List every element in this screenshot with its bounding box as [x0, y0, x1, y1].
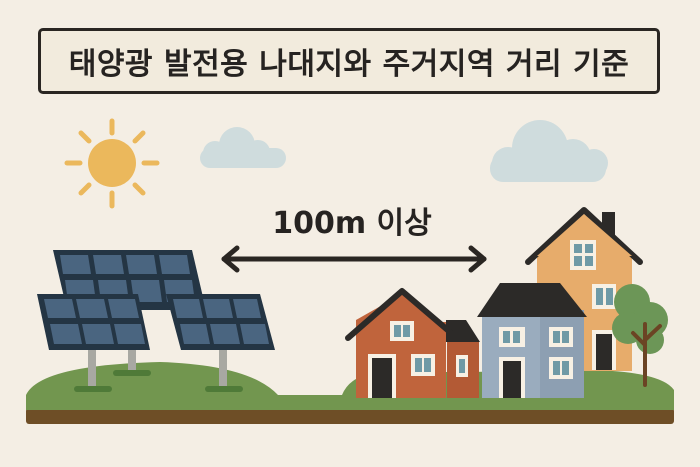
title-banner: 태양광 발전용 나대지와 주거지역 거리 기준 [38, 28, 660, 94]
double-headed-arrow [221, 245, 487, 273]
tree-icon [612, 284, 668, 387]
page-title: 태양광 발전용 나대지와 주거지역 거리 기준 [68, 47, 630, 82]
house-red [345, 288, 480, 398]
sun-icon [64, 118, 160, 209]
cloud-icon-right [490, 120, 608, 182]
house-blue [477, 283, 587, 398]
cloud-icon-left [200, 127, 286, 168]
distance-label: 100m 이상 [272, 206, 432, 241]
solar-panel-array [37, 250, 275, 392]
